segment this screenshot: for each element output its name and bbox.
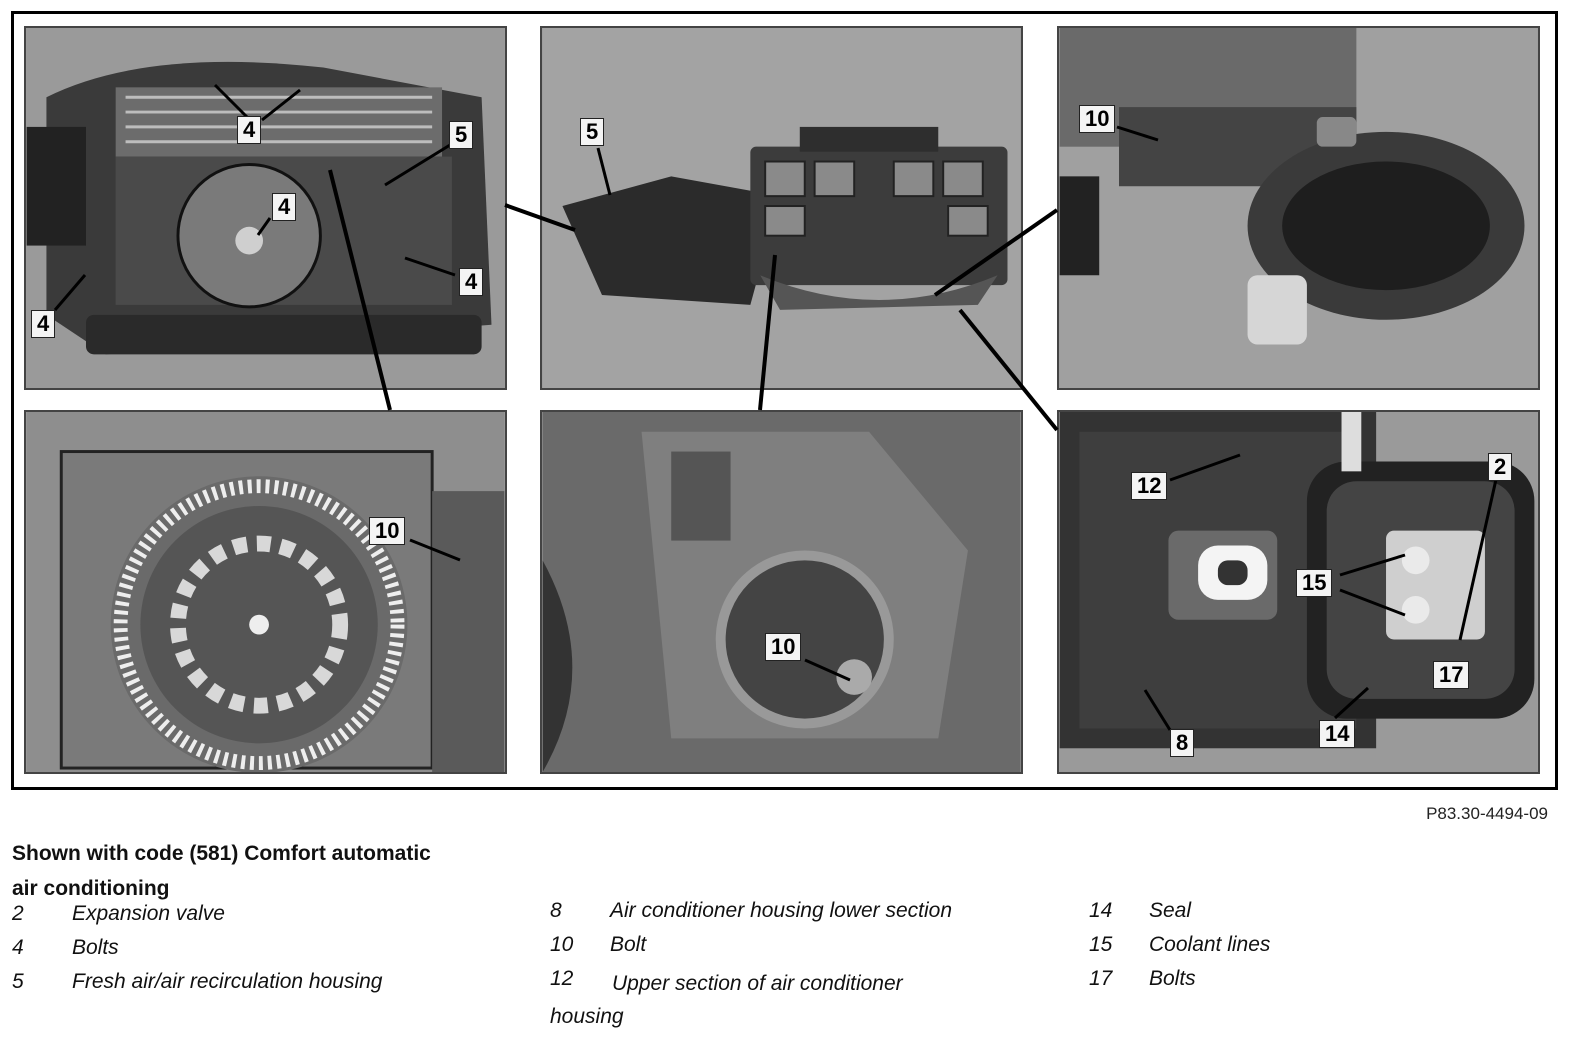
panel-top-left <box>24 26 507 390</box>
panel-bottom-left <box>24 410 507 774</box>
photo-seal-ring <box>1059 28 1538 388</box>
callout-17: 17 <box>1433 661 1470 689</box>
panel-bottom-center <box>540 410 1023 774</box>
legend-item: 12 Upper section of air conditioner hous… <box>550 967 1020 1037</box>
photo-housing-overview <box>542 28 1021 388</box>
legend-label: Bolt <box>610 933 647 956</box>
legend-label: Fresh air/air recirculation housing <box>72 970 383 993</box>
callout-4: 4 <box>459 268 484 296</box>
figure-reference-code: P83.30-4494-09 <box>1426 804 1548 823</box>
photo-housing-top-left <box>26 28 505 388</box>
legend-item: 4 Bolts <box>12 936 492 970</box>
photo-housing-interior <box>542 412 1021 772</box>
panel-top-center <box>540 26 1023 390</box>
callout-10: 10 <box>369 517 406 545</box>
legend-column-1: 2 Expansion valve 4 Bolts 5 Fresh air/ai… <box>12 902 492 1004</box>
legend-item: 15 Coolant lines <box>1089 933 1509 967</box>
legend-label: Coolant lines <box>1149 933 1271 956</box>
photo-blower-wheel <box>26 412 505 772</box>
panel-top-right <box>1057 26 1540 390</box>
legend-label: Bolts <box>1149 967 1196 990</box>
callout-5: 5 <box>449 121 474 149</box>
callout-4: 4 <box>31 310 56 338</box>
callout-8: 8 <box>1170 729 1195 757</box>
callout-4: 4 <box>237 116 262 144</box>
legend-number: 14 <box>1089 899 1113 922</box>
callout-14: 14 <box>1319 720 1356 748</box>
legend-label: Bolts <box>72 936 119 959</box>
legend-item: 5 Fresh air/air recirculation housing <box>12 970 492 1004</box>
legend-item: 2 Expansion valve <box>12 902 492 936</box>
legend-number: 12 <box>550 967 574 990</box>
callout-10: 10 <box>765 633 802 661</box>
callout-5: 5 <box>580 118 605 146</box>
legend-column-3: 14 Seal 15 Coolant lines 17 Bolts <box>1089 899 1509 1001</box>
legend-label: Expansion valve <box>72 902 225 925</box>
legend-column-2: 8 Air conditioner housing lower section … <box>550 899 1020 1037</box>
legend-number: 10 <box>550 933 574 956</box>
caption-title: Shown with code (581) Comfort automatic … <box>12 842 431 900</box>
legend-number: 4 <box>12 936 24 959</box>
legend-number: 17 <box>1089 967 1113 990</box>
legend-number: 15 <box>1089 933 1113 956</box>
legend-number: 5 <box>12 970 24 993</box>
callout-4: 4 <box>272 193 297 221</box>
callout-15: 15 <box>1296 569 1333 597</box>
legend-item: 14 Seal <box>1089 899 1509 933</box>
legend-item: 17 Bolts <box>1089 967 1509 1001</box>
legend-number: 2 <box>12 902 24 925</box>
callout-12: 12 <box>1131 472 1168 500</box>
legend-number: 8 <box>550 899 562 922</box>
legend-item: 10 Bolt <box>550 933 1020 967</box>
callout-10: 10 <box>1079 105 1116 133</box>
callout-2: 2 <box>1488 453 1513 481</box>
legend-label: Air conditioner housing lower section <box>610 899 953 922</box>
legend-label: Upper section of air conditioner housing <box>550 972 903 1028</box>
legend-item: 8 Air conditioner housing lower section <box>550 899 1020 933</box>
legend-label: Seal <box>1149 899 1192 922</box>
